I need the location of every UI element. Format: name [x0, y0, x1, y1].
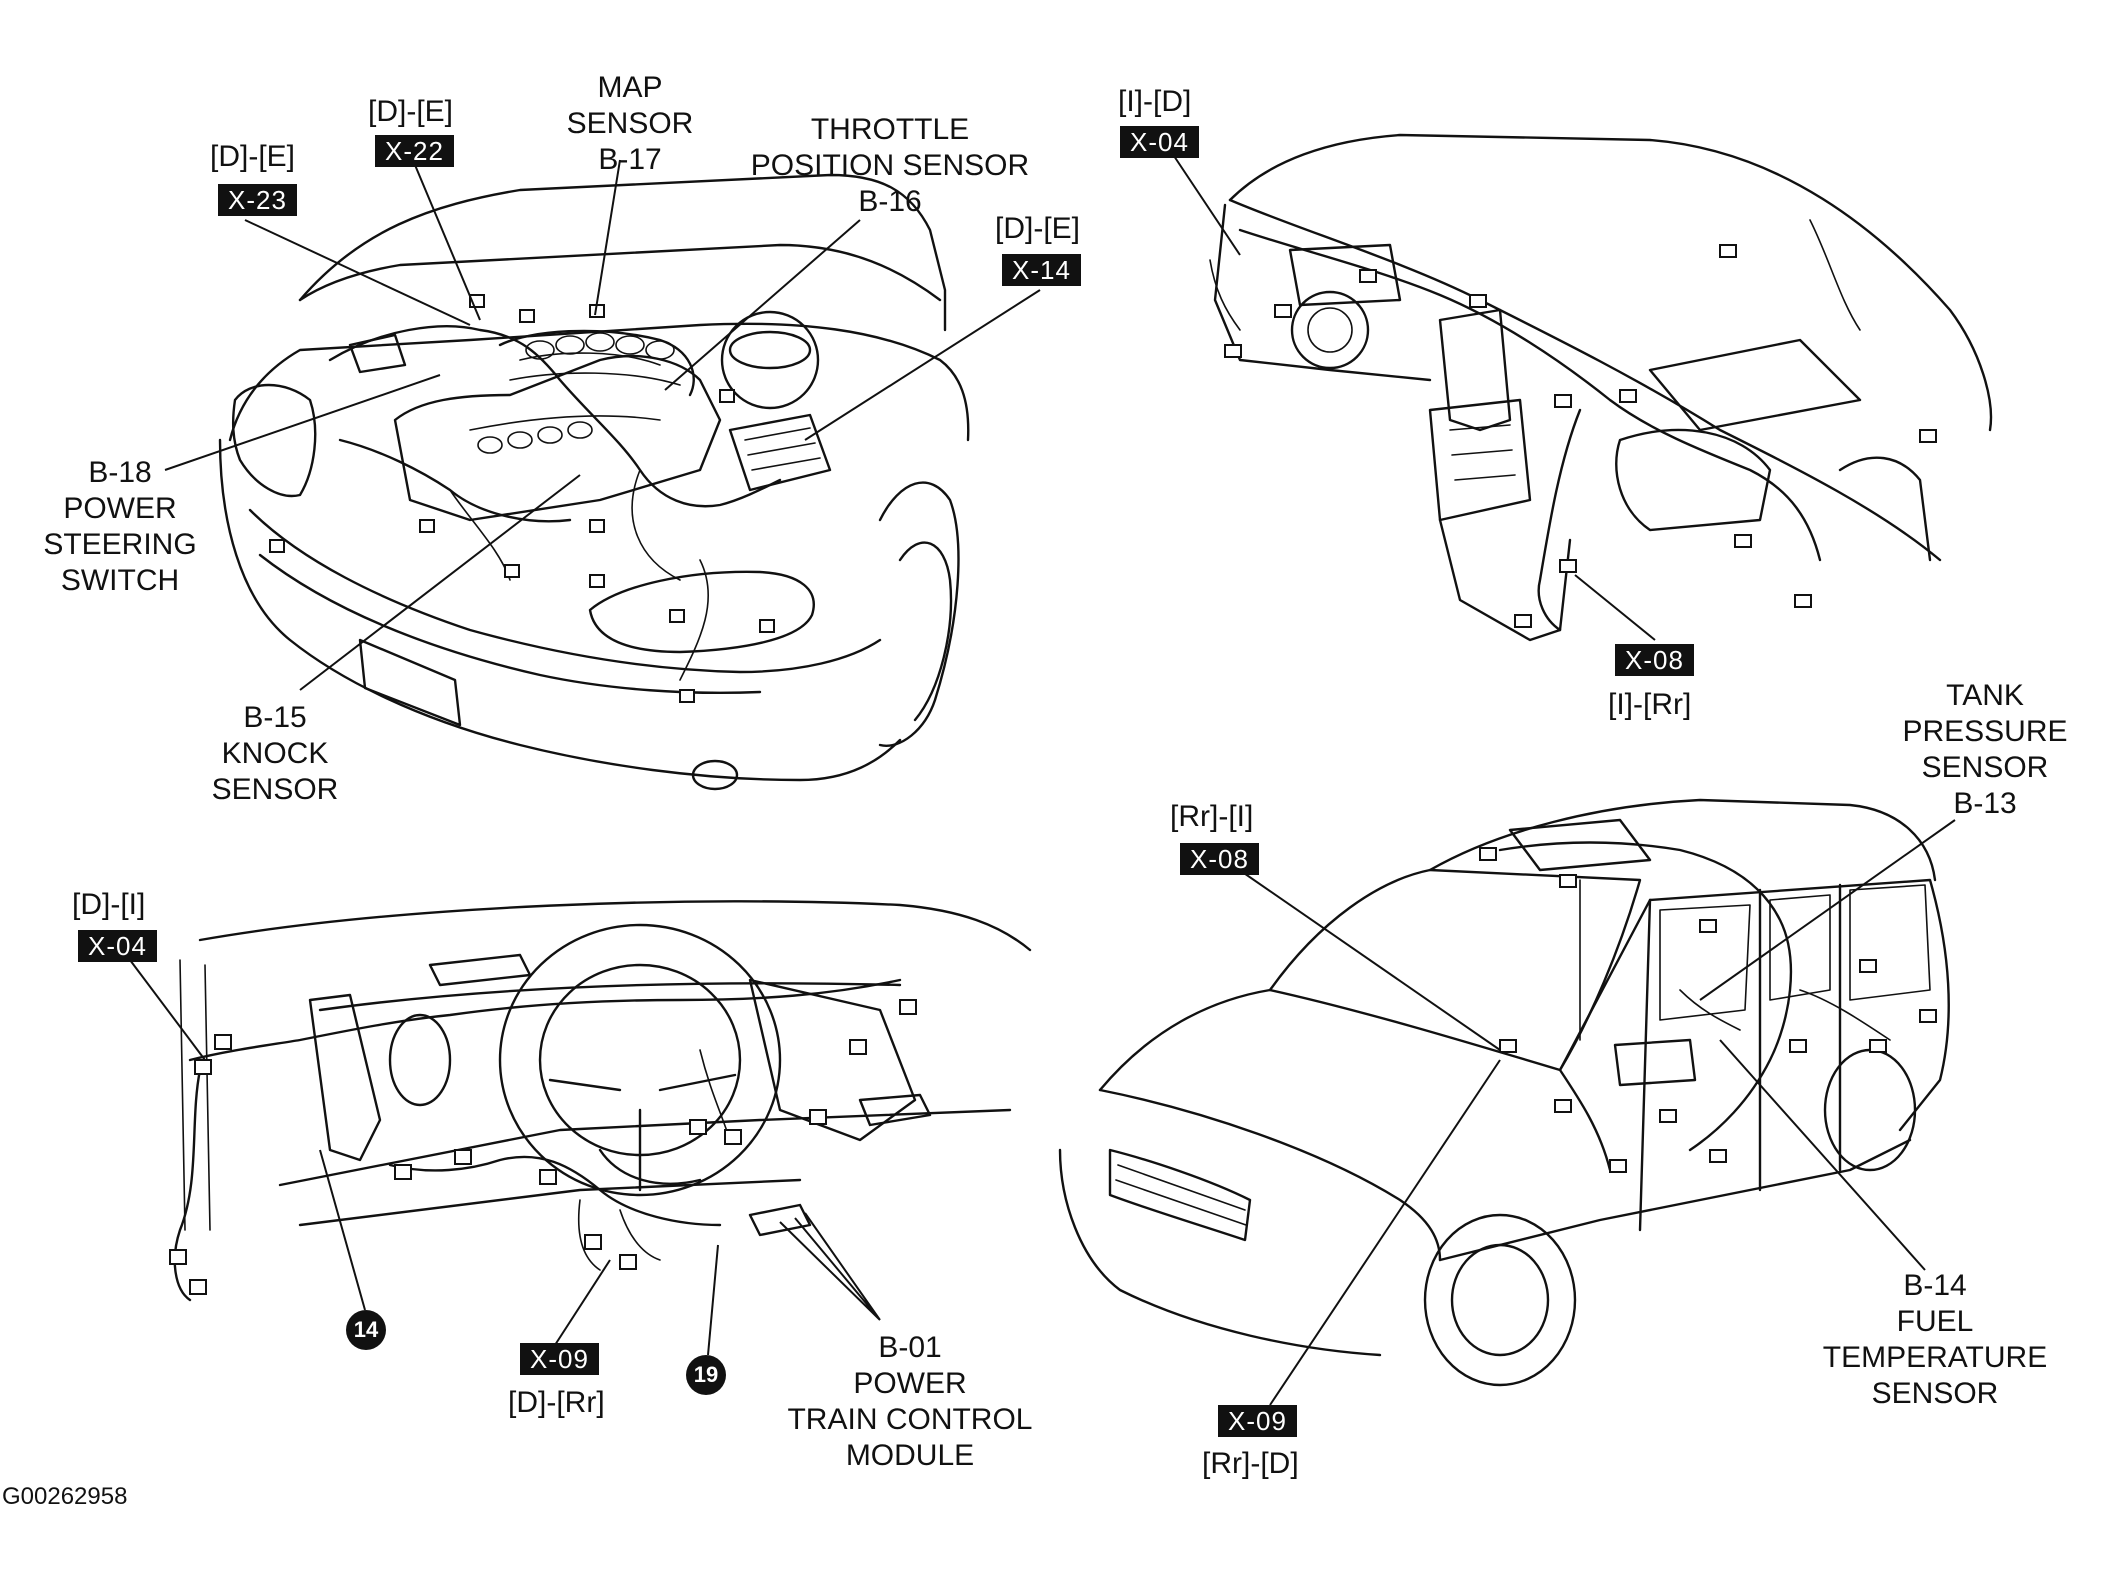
- ground-point-14: 14: [346, 1310, 386, 1350]
- da-x04-tag: X-04: [78, 930, 157, 962]
- driver-area-illustration: [169, 900, 1032, 1302]
- fuel-temp-label: B-14 FUEL TEMPERATURE SENSOR: [1810, 1268, 2060, 1412]
- da-x09-tag: X-09: [520, 1343, 599, 1375]
- pcm-line-4: MODULE: [845, 1439, 975, 1472]
- x23-tag: X-23: [218, 184, 297, 216]
- x14-ref: [D]-[E]: [995, 212, 1081, 245]
- engine-bay-illustration: [218, 173, 970, 791]
- fuel-temp-line-3: TEMPERATURE: [1822, 1341, 2048, 1374]
- pcm-line-2: POWER: [853, 1367, 967, 1400]
- da-x09-ref: [D]-[Rr]: [508, 1386, 605, 1419]
- driver-area-leaders: [129, 959, 881, 1356]
- engine-bay-leaders: [164, 159, 1041, 691]
- throttle-sensor-label: THROTTLE POSITION SENSOR B-16: [750, 112, 1030, 220]
- fuel-temp-line-2: FUEL: [1896, 1305, 1974, 1338]
- knock-sensor-label: B-15 KNOCK SENSOR: [190, 700, 360, 808]
- da-x04-ref: [D]-[I]: [72, 888, 146, 921]
- tank-pressure-line-1: TANK: [1946, 679, 2024, 712]
- vb-x09-tag: X-09: [1218, 1405, 1297, 1437]
- vehicle-body-illustration: [1058, 798, 1950, 1387]
- pcm-label: B-01 POWER TRAIN CONTROL MODULE: [760, 1330, 1060, 1474]
- power-steering-label: B-18 POWER STEERING SWITCH: [20, 455, 220, 599]
- instrument-panel-leaders: [1169, 149, 1656, 641]
- power-steering-line-1: B-18: [88, 456, 152, 489]
- ip-x04-ref: [I]-[D]: [1118, 85, 1192, 118]
- map-sensor-line-2: SENSOR: [566, 107, 694, 140]
- power-steering-line-4: SWITCH: [60, 564, 180, 597]
- tank-pressure-line-2: PRESSURE: [1902, 715, 2068, 748]
- pcm-line-3: TRAIN CONTROL: [787, 1403, 1033, 1436]
- vb-x09-ref: [Rr]-[D]: [1202, 1447, 1299, 1480]
- ip-x08-tag: X-08: [1615, 644, 1694, 676]
- vb-x08-tag: X-08: [1180, 843, 1259, 875]
- fuel-temp-line-1: B-14: [1903, 1269, 1967, 1302]
- x23-ref: [D]-[E]: [210, 140, 296, 173]
- x22-ref: [D]-[E]: [368, 95, 454, 128]
- map-sensor-line-3: B-17: [598, 143, 662, 176]
- instrument-panel-illustration: [1209, 133, 1993, 642]
- knock-sensor-line-3: SENSOR: [211, 773, 339, 806]
- x14-tag: X-14: [1002, 254, 1081, 286]
- tank-pressure-label: TANK PRESSURE SENSOR B-13: [1895, 678, 2075, 822]
- throttle-sensor-line-3: B-16: [858, 185, 922, 218]
- vehicle-body-leaders: [1224, 819, 1956, 1406]
- figure-id: G00262958: [2, 1483, 128, 1510]
- power-steering-line-3: STEERING: [43, 528, 197, 561]
- x22-tag: X-22: [375, 135, 454, 167]
- ground-point-19: 19: [686, 1355, 726, 1395]
- throttle-sensor-line-2: POSITION SENSOR: [750, 149, 1030, 182]
- knock-sensor-line-2: KNOCK: [221, 737, 329, 770]
- vb-x08-ref: [Rr]-[I]: [1170, 800, 1254, 833]
- fuel-temp-line-4: SENSOR: [1871, 1377, 1999, 1410]
- throttle-sensor-line-1: THROTTLE: [810, 113, 970, 146]
- map-sensor-line-1: MAP: [597, 71, 663, 104]
- ip-x08-ref: [I]-[Rr]: [1608, 688, 1692, 721]
- pcm-line-1: B-01: [878, 1331, 942, 1364]
- tank-pressure-line-4: B-13: [1953, 787, 2017, 820]
- tank-pressure-line-3: SENSOR: [1921, 751, 2049, 784]
- power-steering-line-2: POWER: [63, 492, 177, 525]
- ip-x04-tag: X-04: [1120, 126, 1199, 158]
- map-sensor-label: MAP SENSOR B-17: [545, 70, 715, 178]
- knock-sensor-line-1: B-15: [243, 701, 307, 734]
